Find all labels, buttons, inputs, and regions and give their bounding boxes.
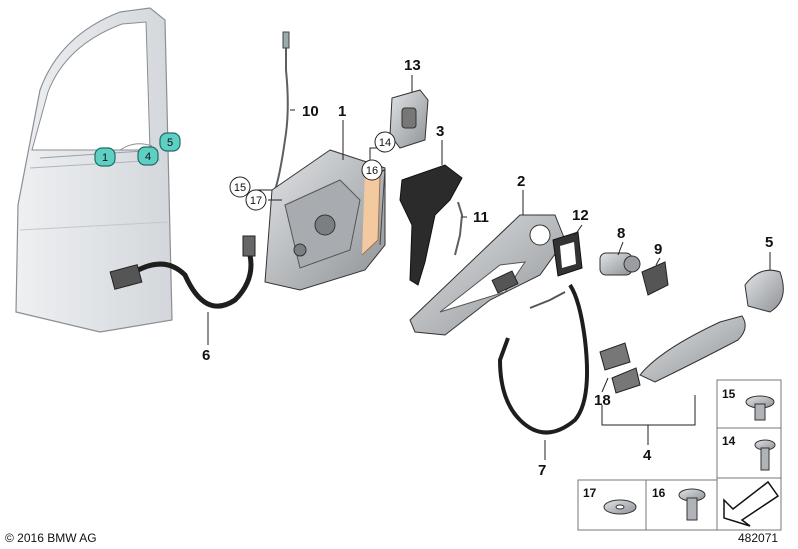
table-label-17: 17 — [583, 486, 597, 500]
label-10: 10 — [302, 103, 319, 120]
part-13-striker — [389, 89, 429, 149]
door-marker-5: 5 — [159, 132, 181, 152]
label-14: 14 — [379, 137, 391, 149]
svg-text:1: 1 — [102, 152, 108, 164]
fastener-table: 15 14 17 16 — [577, 379, 782, 531]
part-6-cable — [109, 235, 256, 309]
label-17: 17 — [250, 195, 262, 207]
door-marker-1: 1 — [94, 147, 116, 167]
part-7-cable — [497, 283, 590, 435]
part-1-door-lock — [264, 149, 386, 291]
table-label-16: 16 — [652, 486, 666, 500]
label-12: 12 — [572, 207, 589, 224]
label-15: 15 — [234, 182, 246, 194]
screw-15-icon — [745, 395, 775, 421]
screw-14-icon — [754, 439, 776, 471]
part-8-lock-cylinder — [599, 252, 641, 276]
label-11: 11 — [473, 209, 489, 226]
label-3: 3 — [436, 123, 444, 140]
label-18: 18 — [594, 392, 611, 409]
label-2: 2 — [517, 173, 525, 190]
label-7: 7 — [538, 462, 546, 479]
label-1: 1 — [338, 103, 346, 120]
svg-text:4: 4 — [145, 151, 151, 163]
label-13: 13 — [404, 57, 421, 74]
part-5-cover-cap — [744, 269, 784, 313]
label-8: 8 — [617, 225, 625, 242]
label-4: 4 — [643, 447, 652, 464]
screw-16-icon — [678, 488, 706, 521]
diagram-id: 482071 — [738, 531, 778, 545]
door-panel — [15, 7, 173, 333]
label-16: 16 — [366, 165, 378, 177]
label-9: 9 — [654, 241, 662, 258]
part-3-bracket — [399, 164, 463, 286]
label-5: 5 — [765, 234, 773, 251]
label-6: 6 — [202, 347, 210, 364]
part-10-rod — [274, 31, 290, 191]
arrow-direction-icon — [723, 480, 780, 527]
table-label-15: 15 — [722, 387, 736, 401]
part-labels: 10 1 13 3 2 11 12 8 9 5 6 7 18 4 14 16 1… — [202, 57, 773, 479]
table-label-14: 14 — [722, 434, 736, 448]
door-marker-4: 4 — [137, 146, 159, 166]
washer-17-icon — [603, 499, 637, 515]
part-9-clip — [641, 261, 669, 296]
svg-text:5: 5 — [167, 137, 173, 149]
part-4-outer-handle — [599, 315, 746, 394]
part-12-gasket — [552, 231, 583, 277]
part-2-handle-carrier — [409, 214, 566, 336]
part-11-rod — [454, 201, 464, 256]
copyright-text: © 2016 BMW AG — [5, 531, 97, 545]
